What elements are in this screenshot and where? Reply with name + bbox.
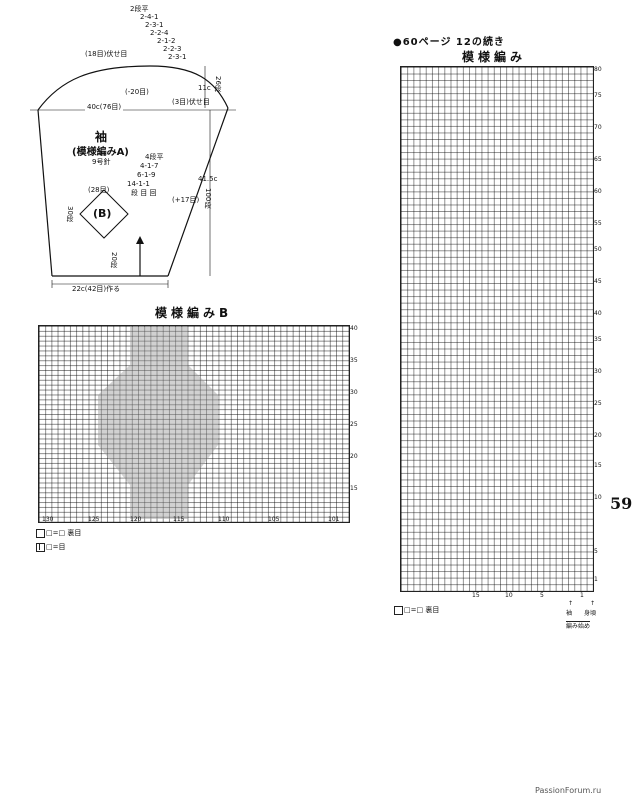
stitch-label: 15	[472, 592, 480, 599]
rows-total: 100段	[204, 188, 212, 209]
row-label: 1	[594, 576, 598, 583]
stitch-label: 115	[173, 516, 185, 523]
row-label: 75	[594, 92, 602, 99]
sleeve-subtitle: (模様編みA)	[72, 147, 129, 158]
legend-purl-icon	[36, 528, 45, 538]
stitch-label: 110	[218, 516, 230, 523]
needle-size: 9号針	[92, 158, 111, 166]
continuation-title: 模様編み	[462, 50, 527, 64]
motif-rows: 30段	[66, 206, 74, 222]
start-note-sleeve: 袖	[566, 610, 573, 617]
row-label: 30	[594, 368, 602, 375]
row-label: 40	[594, 310, 602, 317]
length-total: 41.5c	[198, 175, 218, 183]
start-label: 編み始め	[566, 621, 591, 630]
stitch-label: 1	[580, 592, 584, 599]
stitch-label: 10	[505, 592, 513, 599]
motif-label: (B)	[93, 207, 112, 220]
pattern-b-title: 模様編みB	[155, 306, 233, 320]
row-label: 35	[350, 357, 358, 364]
row-label: 20	[594, 432, 602, 439]
pattern-b-stitch-labels: 130 125 120 115 110 105 101	[38, 516, 348, 524]
legend-purl-icon	[394, 605, 403, 615]
dec-row-3: 2-2-4	[150, 29, 169, 37]
start-note-body: 身頃	[584, 610, 597, 617]
row-label: 35	[594, 336, 602, 343]
legend-item: □=目	[36, 542, 81, 552]
arrow-up-icon: ↑	[590, 600, 596, 607]
row-label: 15	[594, 462, 602, 469]
inc-row-0: 4段平	[145, 153, 164, 161]
pattern-b-grid	[38, 325, 350, 523]
inc-row-1: 4-1-7	[140, 162, 159, 170]
row-label: 45	[594, 278, 602, 285]
cap-side-bind: (3目)伏せ目	[172, 98, 210, 106]
arrow-up-icon: ↑	[568, 600, 574, 607]
cap-height: 11c	[198, 84, 211, 92]
dec-row-4: 2-1-2	[157, 37, 176, 45]
motif-sts: (28目)	[88, 186, 110, 194]
pattern-b-row-labels: 40 35 30 25 20 15	[350, 325, 364, 521]
continuation-stitch-labels: 15 10 5 1	[400, 592, 592, 600]
row-label: 50	[594, 246, 602, 253]
sleeve-outline	[30, 65, 236, 288]
cap-rows: 26段	[214, 76, 222, 92]
continuation-header: ●60ページ 12の続き	[393, 37, 505, 48]
stitch-label: 125	[88, 516, 100, 523]
inc-total: (+17目)	[172, 196, 200, 204]
sleeve-diagram: (18目)伏せ目 2段平 2-4-1 2-3-1 2-2-4 2-1-2 2-2…	[0, 0, 320, 300]
start-markers: ↑ ↑ 袖 身頃 編み始め	[560, 600, 610, 636]
legend-item: □=□ 裏目	[36, 528, 81, 538]
motif-letter: B	[98, 207, 107, 220]
row-label: 25	[350, 421, 358, 428]
pattern-b-legend: □=□ 裏目 □=目	[36, 528, 81, 552]
row-label: 65	[594, 156, 602, 163]
bottom-rows: 20段	[110, 252, 118, 268]
cap-side-dec: (-20目)	[125, 88, 149, 96]
row-label: 5	[594, 548, 598, 555]
pattern-b-shading	[98, 327, 218, 519]
dec-row-6: 2-3-1	[168, 53, 187, 61]
inc-label: 段 目 回	[131, 189, 157, 197]
row-label: 70	[594, 124, 602, 131]
row-label: 10	[594, 494, 602, 501]
inc-row-2: 6-1-9	[137, 171, 156, 179]
dec-row-1: 2-4-1	[140, 13, 159, 21]
inc-row-3: 14-1-1	[127, 180, 150, 188]
width-bottom: 22c(42目)作る	[70, 285, 123, 293]
row-label: 40	[350, 325, 358, 332]
dec-row-5: 2-2-3	[163, 45, 182, 53]
row-label: 20	[350, 453, 358, 460]
row-label: 55	[594, 220, 602, 227]
stitch-label: 101	[328, 516, 340, 523]
stitch-label: 120	[130, 516, 142, 523]
continuation-row-labels: 80 75 70 65 60 55 50 45 40 35 30 25 20 1…	[594, 66, 608, 590]
width-top: 40c(76目)	[85, 103, 124, 111]
stitch-label: 5	[540, 592, 544, 599]
watermark: PassionForum.ru	[535, 786, 602, 795]
dec-row-2: 2-3-1	[145, 21, 164, 29]
continuation-legend: □=□ 裏目	[394, 605, 439, 615]
dec-row-0: 2段平	[130, 5, 149, 13]
page-number: 59	[610, 494, 632, 513]
row-label: 60	[594, 188, 602, 195]
row-label: 30	[350, 389, 358, 396]
stitch-label: 105	[268, 516, 280, 523]
row-label: 15	[350, 485, 358, 492]
row-label: 80	[594, 66, 602, 73]
continuation-grid	[400, 66, 594, 592]
dec-label: (18目)伏せ目	[85, 50, 128, 58]
stitch-label: 130	[42, 516, 54, 523]
legend-knit-icon	[36, 542, 45, 552]
sleeve-title: 袖	[95, 130, 108, 144]
row-label: 25	[594, 400, 602, 407]
